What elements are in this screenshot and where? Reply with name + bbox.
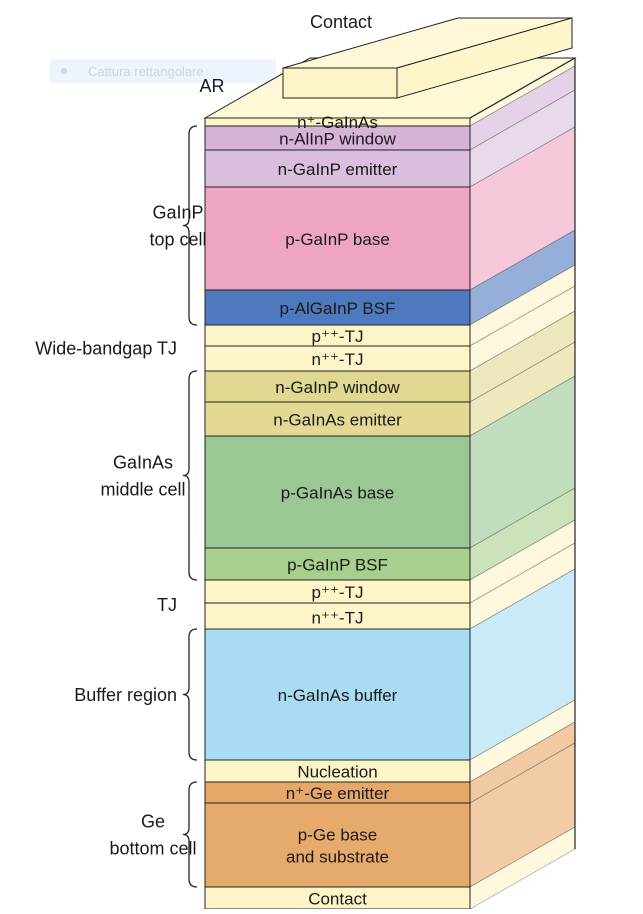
layer-label-window-mid: n-GaInP window [275,378,400,397]
group-label-tj: TJ [157,595,177,615]
layer-ge-base [204,802,471,888]
group-label-buffer-region: Buffer region [74,685,177,705]
edge-top-right [469,57,576,119]
layer-label-bsf-mid: p-GaInP BSF [287,555,388,574]
layer-window-mid [204,370,471,403]
layer-emitter-top [204,149,471,188]
layer-label-tj2-p: p⁺⁺-TJ [312,583,364,602]
contact-top-label: Contact [310,12,372,32]
layer-label-bsf-top: p-AlGaInP BSF [280,299,396,318]
layer-tj2-n [204,602,471,630]
layer-label-base-mid: p-GaInAs base [281,483,394,502]
layer-window-top [204,125,471,151]
layer-emitter-mid [204,401,471,437]
layer-label-emitter-top: n-GaInP emitter [278,160,398,179]
watermark-text: Cattura rettangolare [88,64,204,79]
brace-buffer-region [182,628,198,761]
layer-label-base-top: p-GaInP base [285,230,390,249]
layer-label-tj2-n: n⁺⁺-TJ [312,608,364,627]
brace-middle-cell [182,370,198,581]
layer-label-buffer: n-GaInAs buffer [278,686,398,705]
layer-bsf-top [204,289,471,326]
layer-label-window-top: n-AlInP window [279,129,397,148]
layer-buffer [204,628,471,761]
watermark-dot-icon [61,68,67,74]
brace-bottom-cell [182,781,198,888]
layer-base-mid [204,435,471,549]
watermark-box [50,59,276,83]
ar-label: AR [199,76,224,96]
contact-bar-front [282,67,398,99]
brace-top-cell [182,125,198,326]
layer-label-cap: n⁺-GaInAs [297,113,378,132]
layer-base-top [204,186,471,291]
layer-label-tj1-n: n⁺⁺-TJ [312,350,364,369]
layer-label-nucleation: Nucleation [297,762,377,781]
layer-label-tj1-p: p⁺⁺-TJ [312,327,364,346]
layer-label-ge-emitter: n⁺-Ge emitter [286,784,390,803]
layer-label-contact-bottom: Contact [308,889,367,908]
group-label-wide-tj: Wide-bandgap TJ [35,338,177,358]
layer-label-emitter-mid: n-GaInAs emitter [273,410,402,429]
